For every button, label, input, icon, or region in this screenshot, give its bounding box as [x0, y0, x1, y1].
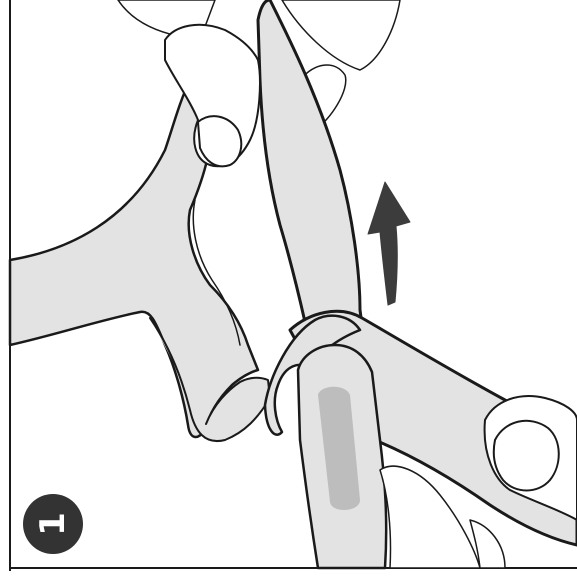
step-number-badge: 1 — [23, 494, 83, 554]
arrow-up-icon — [368, 182, 410, 305]
step-number-label: 1 — [36, 512, 70, 536]
